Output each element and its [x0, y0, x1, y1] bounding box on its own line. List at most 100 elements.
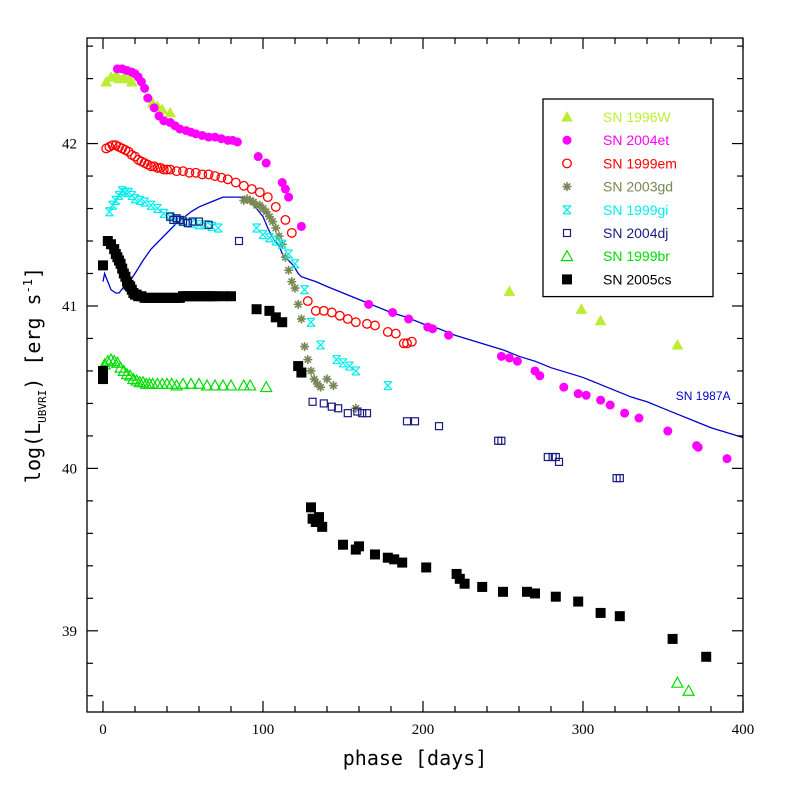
series-sn-1999em: [101, 140, 417, 349]
point-sn-2004et: [620, 408, 630, 418]
point-sn-2004dj: [434, 422, 444, 431]
legend-marker: [562, 205, 572, 215]
point-sn-1999gi: [152, 203, 162, 214]
point-sn-2005cs: [98, 260, 108, 271]
point-sn-2004dj: [194, 217, 204, 226]
point-sn-1999em: [158, 164, 169, 175]
point-sn-1999em: [246, 184, 257, 194]
point-sn-2003gd: [306, 366, 316, 376]
point-sn-2005cs: [293, 361, 304, 372]
point-sn-1999br: [107, 354, 121, 367]
point-sn-1999em: [318, 305, 329, 316]
point-sn-2005cs: [370, 549, 380, 560]
legend-marker: [562, 135, 572, 145]
point-sn-1999em: [203, 169, 214, 180]
point-sn-1999em: [190, 167, 201, 178]
point-sn-1999br: [224, 378, 238, 391]
point-sn-1999gi: [271, 236, 281, 246]
point-sn-1999gi: [108, 200, 118, 210]
point-sn-1999gi: [104, 207, 114, 217]
point-sn-2004et: [204, 132, 214, 142]
point-sn-2004dj: [410, 417, 420, 426]
data-points-layer: [98, 64, 732, 696]
point-sn-1999br: [136, 375, 150, 388]
point-sn-2004et: [581, 390, 591, 400]
point-sn-2005cs: [550, 591, 561, 602]
point-sn-2004et: [149, 103, 159, 113]
point-sn-1999em: [326, 307, 337, 318]
legend-marker: [561, 110, 573, 122]
point-sn-1999em: [165, 164, 176, 175]
point-sn-2004et: [404, 314, 414, 324]
point-sn-2004et: [140, 83, 150, 93]
point-sn-1999gi: [277, 239, 287, 249]
point-sn-1999br: [670, 676, 684, 688]
point-sn-2005cs: [421, 562, 432, 573]
point-sn-2004dj: [358, 409, 367, 418]
point-sn-2005cs: [530, 588, 540, 599]
point-sn-1999br: [101, 354, 115, 367]
point-sn-2003gd: [248, 197, 258, 207]
point-sn-2004et: [634, 413, 644, 423]
series-sn-2005cs: [98, 236, 712, 662]
point-sn-2005cs: [226, 291, 236, 302]
point-sn-1999em: [216, 172, 227, 183]
point-sn-1999em: [402, 338, 412, 349]
x-tick-label: 400: [732, 722, 755, 738]
point-sn-1999em: [162, 164, 172, 175]
point-sn-2003gd: [239, 195, 249, 205]
legend-label: SN 2005cs: [603, 271, 671, 287]
point-sn-1999em: [286, 227, 297, 238]
series-sn-2004dj: [166, 212, 624, 483]
point-sn-1999br: [200, 378, 214, 391]
y-tick-label: 40: [62, 461, 77, 477]
point-sn-1999em: [310, 305, 321, 316]
point-sn-1999gi: [130, 194, 140, 204]
point-sn-2004et: [143, 93, 153, 103]
point-sn-1996w: [503, 285, 516, 297]
point-sn-2005cs: [389, 554, 400, 565]
point-sn-2004et: [722, 454, 732, 464]
point-sn-2003gd: [309, 374, 319, 384]
point-sn-2004et: [512, 356, 522, 366]
sn1987a-annotation: SN 1987A: [676, 389, 731, 403]
point-sn-2005cs: [477, 581, 488, 592]
point-sn-2005cs: [317, 521, 328, 532]
legend-marker: [562, 274, 572, 285]
point-sn-1999em: [238, 180, 249, 191]
point-sn-2005cs: [573, 596, 584, 607]
point-sn-1999br: [184, 377, 198, 389]
point-sn-1999em: [197, 169, 208, 180]
point-sn-2004et: [504, 353, 514, 363]
point-sn-2003gd: [322, 374, 332, 384]
point-sn-1999gi: [300, 285, 310, 295]
point-sn-2004dj: [178, 217, 188, 226]
point-sn-2004et: [535, 371, 545, 381]
axis-ticks: [87, 38, 744, 712]
y-tick-label: 39: [62, 624, 77, 640]
point-sn-1999em: [230, 177, 241, 188]
point-sn-2005cs: [614, 611, 625, 622]
point-sn-2004et: [280, 184, 290, 194]
point-sn-1999em: [382, 327, 393, 337]
point-sn-2004dj: [615, 474, 624, 483]
point-sn-2003gd: [316, 382, 326, 392]
legend-box: [542, 98, 714, 298]
point-sn-1999br: [120, 367, 134, 380]
point-sn-1999em: [280, 214, 291, 225]
x-tick-label: 0: [99, 722, 107, 738]
point-sn-1999em: [406, 336, 417, 347]
point-sn-1999br: [126, 372, 140, 385]
point-sn-1999em: [262, 192, 273, 203]
point-sn-1999em: [171, 166, 182, 177]
legend-label: SN 1999em: [603, 155, 677, 171]
y-tick-label: 42: [62, 137, 77, 153]
point-sn-1999gi: [344, 361, 354, 371]
point-sn-1999gi: [120, 187, 130, 197]
point-sn-1999gi: [117, 186, 127, 196]
point-sn-2004dj: [334, 404, 343, 413]
legend-label: SN 1999br: [603, 248, 670, 264]
point-sn-2004et: [559, 382, 569, 392]
point-sn-2005cs: [459, 578, 470, 589]
